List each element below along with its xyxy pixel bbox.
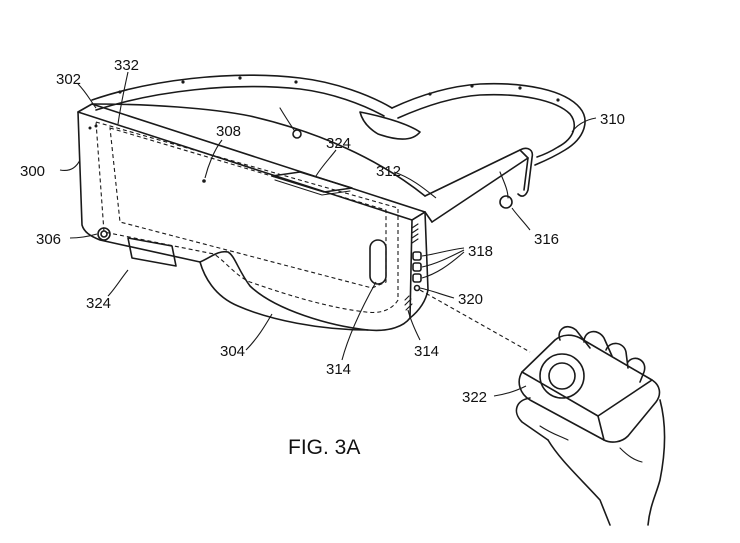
- ref-label-304: 304: [220, 343, 245, 360]
- ref-label-310: 310: [600, 111, 625, 128]
- ref-label-322: 322: [462, 389, 487, 406]
- ref-label-314-front: 314: [326, 361, 351, 378]
- figure-caption: FIG. 3A: [288, 436, 360, 459]
- ref-label-318: 318: [468, 243, 493, 260]
- headset-body: [77, 103, 429, 332]
- ref-label-314-side: 314: [414, 343, 439, 360]
- ref-label-316: 316: [534, 231, 559, 248]
- ref-label-324-bottom: 324: [86, 295, 111, 312]
- ref-label-308: 308: [216, 123, 241, 140]
- temple-arm: [424, 147, 534, 223]
- head-strap: [91, 74, 586, 166]
- ref-label-320: 320: [458, 291, 483, 308]
- leader-lines: [59, 71, 597, 397]
- ref-label-312: 312: [376, 163, 401, 180]
- ref-label-302: 302: [56, 71, 81, 88]
- ref-label-324-top: 324: [326, 135, 351, 152]
- ref-label-300: 300: [20, 163, 45, 180]
- controller-and-hand: [515, 325, 666, 526]
- ref-label-306: 306: [36, 231, 61, 248]
- wireless-link-line: [419, 289, 531, 353]
- ref-label-332: 332: [114, 57, 139, 74]
